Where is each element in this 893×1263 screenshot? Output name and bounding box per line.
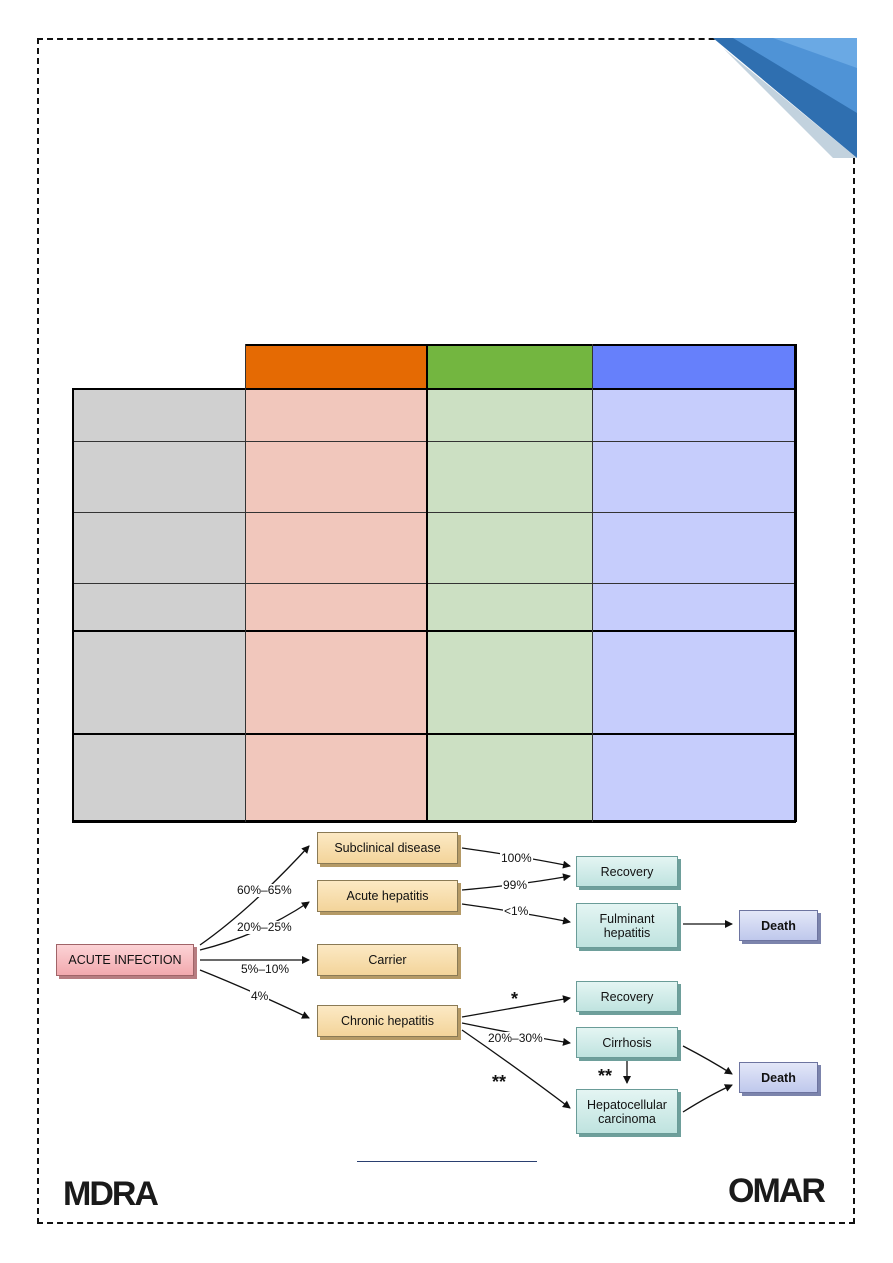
hcc-line-1: Hepatocellular bbox=[587, 1097, 667, 1112]
double-asterisk-1: ** bbox=[598, 1066, 613, 1086]
comparison-table bbox=[72, 344, 797, 823]
label-100: 100% bbox=[500, 851, 533, 865]
hcc-line-2: carcinoma bbox=[598, 1111, 656, 1126]
header-cell-3 bbox=[593, 344, 796, 389]
logo-left: MDRA bbox=[63, 1175, 159, 1213]
fulminant-hepatitis-box: Fulminant hepatitis bbox=[576, 903, 678, 948]
recovery-box-1: Recovery bbox=[576, 856, 678, 887]
fulminant-line-2: hepatitis bbox=[603, 925, 651, 940]
acute-hepatitis-box: Acute hepatitis bbox=[317, 880, 458, 912]
death-box-2: Death bbox=[739, 1062, 818, 1093]
chronic-hepatitis-box: Chronic hepatitis bbox=[317, 1005, 458, 1037]
subclinical-disease-box: Subclinical disease bbox=[317, 832, 458, 864]
label-4: 4% bbox=[250, 989, 270, 1003]
page-border bbox=[37, 38, 855, 1224]
fulminant-line-1: Fulminant bbox=[599, 911, 655, 926]
single-asterisk: * bbox=[511, 989, 519, 1009]
cirrhosis-box: Cirrhosis bbox=[576, 1027, 678, 1058]
death-box-1: Death bbox=[739, 910, 818, 941]
hepatocellular-carcinoma-box: Hepatocellular carcinoma bbox=[576, 1089, 678, 1134]
logo-right: OMAR bbox=[728, 1172, 826, 1210]
label-20-25: 20%–25% bbox=[236, 920, 293, 934]
recovery-box-2: Recovery bbox=[576, 981, 678, 1012]
label-5-10: 5%–10% bbox=[240, 962, 291, 976]
acute-infection-box: ACUTE INFECTION bbox=[56, 944, 194, 976]
label-99: 99% bbox=[502, 878, 529, 892]
label-60-65: 60%–65% bbox=[236, 883, 293, 897]
double-asterisk-2: ** bbox=[492, 1072, 507, 1092]
carrier-box: Carrier bbox=[317, 944, 458, 976]
header-cell-2 bbox=[427, 344, 593, 389]
corner-decoration bbox=[713, 38, 857, 158]
footer-rule bbox=[357, 1161, 537, 1162]
label-lt1: <1% bbox=[503, 904, 530, 918]
label-20-30: 20%–30% bbox=[487, 1031, 544, 1045]
header-cell-1 bbox=[246, 344, 427, 389]
